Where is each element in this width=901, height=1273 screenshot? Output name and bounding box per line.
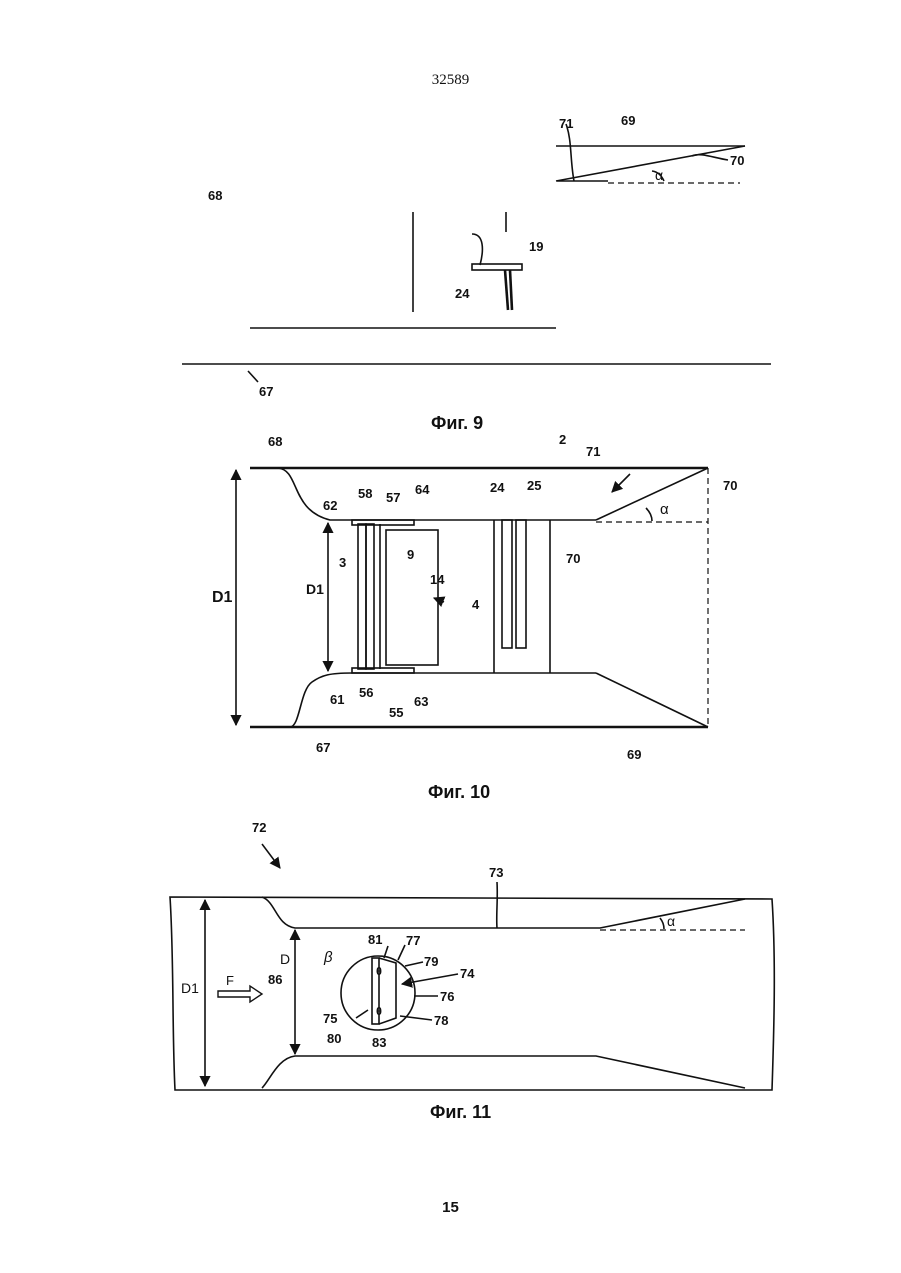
fig10-cone-top bbox=[596, 468, 708, 520]
fig10-label-14: 14 bbox=[430, 572, 445, 587]
fig11-label-F: F bbox=[226, 973, 234, 988]
fig9-label-alpha: α bbox=[655, 167, 663, 183]
fig11-leader-79 bbox=[405, 962, 423, 966]
fig10-label-alpha: α bbox=[660, 501, 669, 518]
fig11-lower-inner bbox=[262, 1056, 745, 1088]
fig11-label-D: D bbox=[280, 951, 290, 967]
fig11-label-81: 81 bbox=[368, 932, 382, 947]
fig10-label-D1-outer: D1 bbox=[212, 589, 233, 606]
fig10-caption: Фиг. 10 bbox=[428, 782, 490, 802]
fig11-alpha-arc bbox=[660, 918, 664, 929]
fig9-cone-line bbox=[556, 146, 745, 181]
fig10-label-61: 61 bbox=[330, 692, 344, 707]
fig11-label-beta: β bbox=[323, 949, 333, 966]
fig9-leader-71 bbox=[566, 124, 574, 181]
fig9-label-68: 68 bbox=[208, 188, 222, 203]
fig10-label-63: 63 bbox=[414, 694, 428, 709]
fig10-label-9: 9 bbox=[407, 547, 414, 562]
fig9-label-71: 71 bbox=[559, 116, 573, 131]
fig10-label-56: 56 bbox=[359, 685, 373, 700]
fig10-label-70b: 70 bbox=[566, 551, 580, 566]
fig9-label-67: 67 bbox=[259, 384, 273, 399]
fig11-leader-73 bbox=[497, 882, 498, 928]
fig11-label-86: 86 bbox=[268, 972, 282, 987]
fig10-label-67: 67 bbox=[316, 740, 330, 755]
fig11-label-D1: D1 bbox=[181, 980, 199, 996]
fig9-caption: Фиг. 9 bbox=[431, 413, 483, 433]
fig9-blade bbox=[505, 270, 508, 310]
fig10-label-2: 2 bbox=[559, 432, 566, 447]
fig11-label-80: 80 bbox=[327, 1031, 341, 1046]
fig10-leader-69 bbox=[612, 474, 630, 492]
fig11-label-76: 76 bbox=[440, 989, 454, 1004]
fig11-label-77: 77 bbox=[406, 933, 420, 948]
fig10-label-68: 68 bbox=[268, 434, 282, 449]
fig10-label-62: 62 bbox=[323, 498, 337, 513]
fig9-plate-19 bbox=[472, 264, 522, 270]
fig9-blade-2 bbox=[510, 270, 512, 310]
fig10-post-25 bbox=[516, 520, 526, 648]
fig10-alpha-arc bbox=[646, 508, 652, 521]
fig10-label-D1-inner: D1 bbox=[306, 581, 324, 597]
fig10-label-71: 71 bbox=[586, 444, 600, 459]
fig10-shaft-3b bbox=[366, 524, 374, 669]
fig11-label-theta-top: θ bbox=[376, 966, 382, 978]
fig9-leader-70 bbox=[692, 155, 728, 160]
fig10-cone-bottom bbox=[596, 673, 708, 727]
figure-9: 71 69 70 α 68 19 24 67 Фиг. 9 bbox=[182, 113, 771, 433]
fig9-label-24: 24 bbox=[455, 286, 470, 301]
fig11-label-79: 79 bbox=[424, 954, 438, 969]
fig11-label-theta-bottom: θ bbox=[376, 1006, 382, 1018]
fig11-label-72: 72 bbox=[252, 820, 266, 835]
fig11-label-73: 73 bbox=[489, 865, 503, 880]
fig11-label-83: 83 bbox=[372, 1035, 386, 1050]
fig11-caption: Фиг. 11 bbox=[430, 1102, 491, 1122]
fig10-shaft-3 bbox=[358, 524, 366, 669]
fig11-label-75: 75 bbox=[323, 1011, 337, 1026]
fig10-label-64: 64 bbox=[415, 482, 430, 497]
fig11-label-78: 78 bbox=[434, 1013, 448, 1028]
fig10-label-55: 55 bbox=[389, 705, 403, 720]
fig10-post-24 bbox=[502, 520, 512, 648]
fig11-flow-arrow-F bbox=[218, 986, 262, 1002]
fig9-leader-67 bbox=[248, 371, 258, 382]
fig10-label-3: 3 bbox=[339, 555, 346, 570]
fig11-label-alpha: α bbox=[667, 913, 675, 929]
fig9-curve bbox=[472, 234, 482, 265]
fig11-leader-75 bbox=[356, 1010, 368, 1018]
figure-10: 68 2 71 70 α 62 58 57 64 24 25 3 9 14 4 … bbox=[212, 432, 737, 802]
fig10-label-24: 24 bbox=[490, 480, 505, 495]
fig10-label-69: 69 bbox=[627, 747, 641, 762]
fig10-label-57: 57 bbox=[386, 490, 400, 505]
fig11-leader-77 bbox=[398, 945, 405, 960]
fig10-label-58: 58 bbox=[358, 486, 372, 501]
figure-11: 72 73 α β 81 77 79 74 76 78 75 80 83 86 … bbox=[170, 820, 774, 1122]
page-number: 15 bbox=[0, 1199, 901, 1216]
fig10-label-25: 25 bbox=[527, 478, 541, 493]
fig11-label-74: 74 bbox=[460, 966, 475, 981]
fig10-leader-4 bbox=[434, 598, 444, 602]
fig9-label-19: 19 bbox=[529, 239, 543, 254]
fig10-upper-plate bbox=[352, 520, 414, 525]
fig10-label-4: 4 bbox=[472, 597, 480, 612]
fig10-label-70a: 70 bbox=[723, 478, 737, 493]
fig9-label-70: 70 bbox=[730, 153, 744, 168]
fig10-lower-plate bbox=[352, 668, 414, 673]
fig11-leader-72 bbox=[262, 844, 280, 868]
fig9-label-69: 69 bbox=[621, 113, 635, 128]
